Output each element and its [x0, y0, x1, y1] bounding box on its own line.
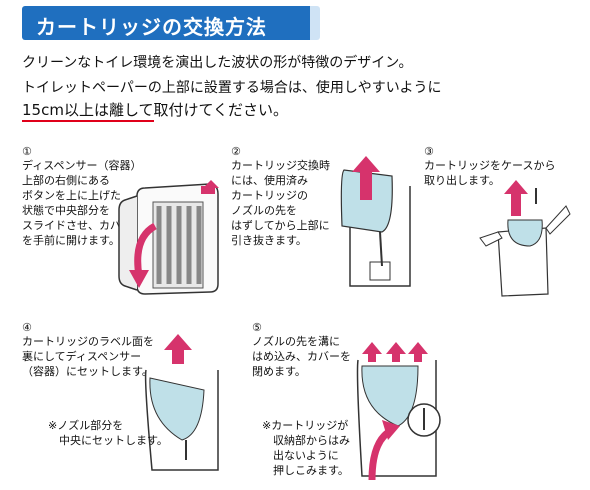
step-4-note: ※ノズル部分を 中央にセットします。: [48, 419, 168, 447]
intro-underlined-text: 15cm以上は離して: [22, 101, 154, 122]
step-5-text: ノズルの先を溝に はめ込み、カバーを 閉めます。: [252, 335, 351, 378]
intro-line-3: 15cm以上は離して取付けてください。: [22, 99, 289, 122]
cartridge-removal-illustration: [340, 156, 411, 287]
step-1-text: ディスペンサー（容器） 上部の右側にある ボタンを上に上げた 状態で中央部分を …: [22, 159, 142, 247]
step-5-number: ⑤: [252, 321, 262, 334]
cover-close-illustration: [356, 342, 441, 481]
step-5: ⑤ ノズルの先を溝に はめ込み、カバーを 閉めます。: [252, 322, 351, 379]
title-banner: カートリッジの交換方法: [22, 6, 320, 40]
step-1-number: ①: [22, 145, 32, 158]
step-2-text: カートリッジ交換時 には、使用済み カートリッジの ノズルの先を はずしてから上…: [231, 159, 330, 247]
step-4-text: カートリッジのラベル面を 裏にしてディスペンサー （容器）にセットします。: [22, 335, 154, 378]
step-4: ④ カートリッジのラベル面を 裏にしてディスペンサー （容器）にセットします。: [22, 322, 154, 379]
step-3: ③ カートリッジをケースから 取り出します。: [424, 146, 555, 188]
page-title: カートリッジの交換方法: [36, 15, 267, 39]
step-5-note: ※カートリッジが 収納部からはみ 出ないように 押しこみます。: [262, 419, 350, 477]
cartridge-insert-illustration: [144, 334, 219, 471]
step-2: ② カートリッジ交換時 には、使用済み カートリッジの ノズルの先を はずしてか…: [231, 146, 330, 248]
step-3-number: ③: [424, 145, 434, 158]
cartridge-case-illustration: [479, 180, 571, 297]
step-2-number: ②: [231, 145, 241, 158]
intro-line-2: トイレットペーパーの上部に設置する場合は、使用しやすいように: [22, 80, 442, 96]
step-3-text: カートリッジをケースから 取り出します。: [424, 159, 556, 187]
dispenser-open-illustration: [118, 180, 219, 295]
intro-line-3-rest: 取付けてください。: [153, 101, 289, 119]
step-1: ① ディスペンサー（容器） 上部の右側にある ボタンを上に上げた 状態で中央部分…: [22, 146, 141, 248]
step-4-number: ④: [22, 321, 32, 334]
intro-line-1: クリーンなトイレ環境を演出した波状の形が特徴のデザイン。: [22, 55, 413, 71]
